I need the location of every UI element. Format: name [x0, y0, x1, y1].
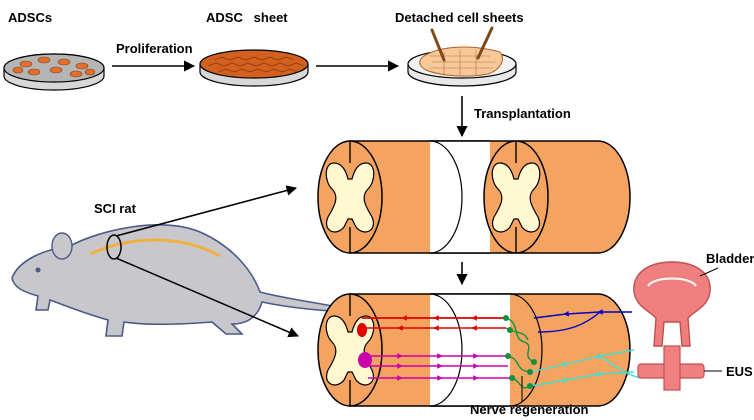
- regenerated-spinal-cord: [317, 293, 631, 407]
- synapse-points: [503, 315, 537, 389]
- nerve-tracts: [362, 309, 641, 389]
- rat-eye: [35, 267, 41, 273]
- cyan-tract-2: [529, 371, 635, 387]
- cyan-tract-1: [529, 349, 635, 373]
- rat-ear: [51, 232, 73, 260]
- sci-rat-label: SCI rat: [94, 201, 137, 216]
- adscs-dish: [3, 53, 105, 91]
- blue-tract-1: [533, 309, 632, 319]
- spinal-cord-transplant: [317, 140, 631, 254]
- detached-cell-sheets-label: Detached cell sheets: [395, 10, 524, 25]
- detached-cell-sheet: [419, 46, 503, 77]
- rat-spine: [89, 238, 221, 258]
- injury-site-ring: [106, 234, 122, 260]
- blue-tract-2: [537, 311, 601, 333]
- nerve-regeneration-label: Nerve regeneration: [470, 402, 589, 417]
- green-regenerating-fibers: [505, 317, 535, 389]
- detached-sheets-dish: [407, 26, 517, 87]
- rat-to-regenerated-cord-arrow: [115, 257, 299, 338]
- bladder-pointer: [699, 267, 719, 277]
- adscs-label: ADSCs: [8, 10, 52, 25]
- cell-sheet-texture: [207, 56, 305, 73]
- eus-label: EUS: [726, 364, 753, 379]
- proliferation-label: Proliferation: [116, 41, 193, 56]
- cyan-tract-3: [599, 355, 641, 379]
- adsc-cells: [12, 56, 96, 78]
- rat-to-cord-arrow: [115, 185, 298, 237]
- red-nucleus: [357, 323, 367, 337]
- forceps: [430, 26, 494, 62]
- transplantation-label: Transplantation: [474, 106, 571, 121]
- sci-rat: [11, 224, 361, 337]
- external-urethral-sphincter: [637, 345, 705, 391]
- bladder-label: Bladder: [706, 251, 754, 266]
- adsc-sheet-label: ADSC sheet: [206, 10, 288, 25]
- adsc-sheet-dish: [199, 49, 309, 87]
- bladder: [633, 261, 711, 347]
